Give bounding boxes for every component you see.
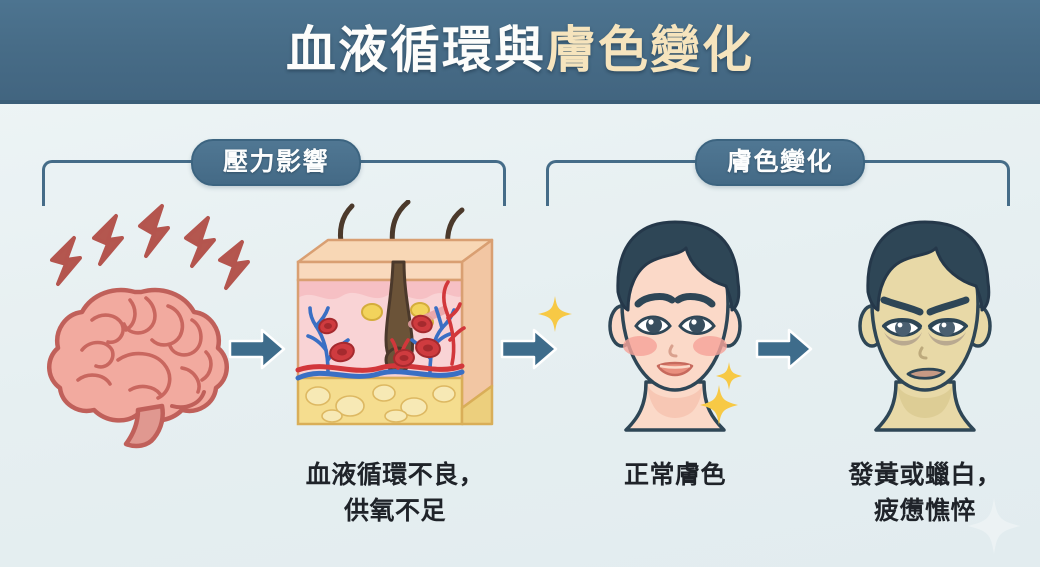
arrow-skin-to-face-normal bbox=[500, 328, 558, 370]
gold-sparkle-icon bbox=[716, 362, 742, 390]
arrow-brain-to-skin bbox=[228, 328, 286, 370]
white-sparkle-icon bbox=[968, 498, 1020, 559]
panel-face-normal-caption: 正常膚色 bbox=[623, 461, 726, 489]
gold-sparkle-icon bbox=[700, 385, 738, 425]
brain-art bbox=[22, 200, 252, 450]
panel-face-normal: 正常膚色 bbox=[560, 200, 790, 540]
stressed-brain-icon bbox=[47, 204, 250, 449]
page-title: 血液循環與膚色變化 bbox=[286, 25, 754, 75]
section-label-skin-tone: 膚色變化 bbox=[695, 139, 865, 186]
arrow-face-normal-to-face-dull bbox=[755, 328, 813, 370]
section-label-skin-tone-text: 膚色變化 bbox=[726, 148, 833, 176]
panel-face-dull: 發黃或蠟白， 疲憊憔悴 bbox=[810, 200, 1040, 540]
header-bar: 血液循環與膚色變化 bbox=[0, 0, 1040, 104]
panel-brain bbox=[22, 200, 252, 540]
panel-face-dull-caption: 發黃或蠟白， 疲憊憔悴 bbox=[848, 461, 1002, 525]
skin-art bbox=[280, 199, 510, 450]
healthy-face-icon bbox=[608, 220, 742, 432]
tired-face-icon bbox=[858, 220, 992, 432]
panel-skin-caption: 血液循環不良， 供氧不足 bbox=[305, 461, 485, 525]
page-title-primary: 血液循環與 bbox=[286, 22, 546, 78]
face-normal-art bbox=[560, 200, 790, 450]
gold-sparkle-icon bbox=[538, 296, 572, 332]
page-title-highlight: 膚色變化 bbox=[546, 22, 754, 78]
skin-cross-section-icon bbox=[295, 199, 494, 426]
panel-skin-cross-section: 血液循環不良， 供氧不足 bbox=[280, 199, 510, 540]
face-dull-art bbox=[810, 200, 1040, 450]
section-label-stress-text: 壓力影響 bbox=[222, 148, 329, 176]
section-label-stress: 壓力影響 bbox=[191, 139, 361, 186]
